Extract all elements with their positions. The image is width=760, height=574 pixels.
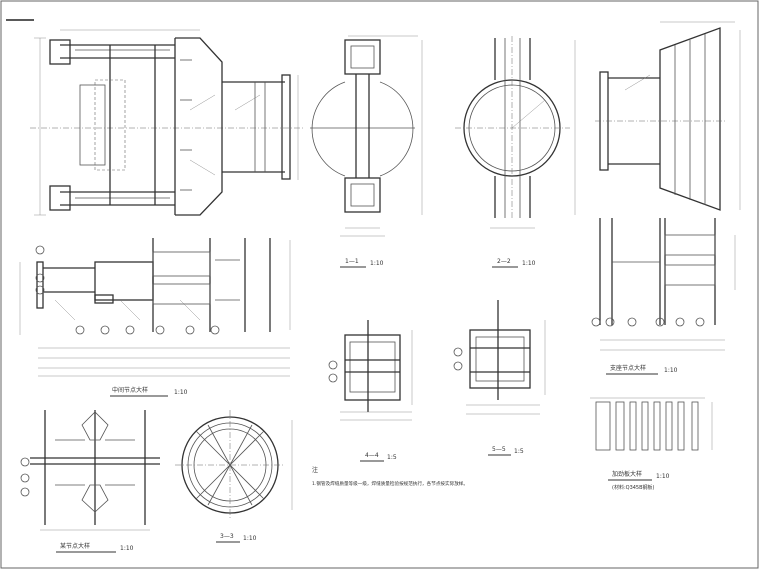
svg-text:3—3: 3—3: [220, 533, 234, 540]
section-1-1-view: [310, 35, 423, 237]
svg-text:某节点大样: 某节点大样: [60, 542, 90, 550]
caption-mid-joint: 中间节点大样 1:10: [110, 386, 188, 397]
note-text: 1.钢管及焊缝质量等级一级，焊缝质量检验按规范执行，各节点按实际放样。: [312, 480, 468, 487]
svg-text:2—2: 2—2: [497, 258, 511, 265]
caption-end-joint: 支座节点大样 1:10: [606, 364, 678, 375]
svg-text:1:10: 1:10: [370, 260, 384, 267]
caption-text-mid-joint: 中间节点大样: [112, 386, 148, 394]
caption-4-4: 4—4 1:5: [360, 452, 397, 462]
support-detail-view: [20, 410, 160, 531]
section-2-2-view: [455, 36, 576, 229]
end-joint-view: [595, 21, 741, 211]
caption-1-1: 1—1 1:10: [340, 258, 384, 268]
section-5-5-view: [453, 300, 546, 415]
svg-text:4—4: 4—4: [365, 452, 379, 459]
node-elevation-view: [19, 238, 291, 377]
note-title: 注: [312, 466, 318, 474]
svg-text:加劲板大样: 加劲板大样: [612, 470, 642, 478]
section-3-3-view: [175, 410, 293, 520]
caption-scale-mid-joint: 1:10: [174, 389, 188, 396]
svg-text:支座节点大样: 支座节点大样: [610, 364, 646, 372]
svg-text:1:10: 1:10: [656, 473, 670, 480]
end-elevation-view: [591, 218, 736, 351]
svg-text:(材料:Q345B钢板): (材料:Q345B钢板): [612, 484, 655, 491]
caption-2-2: 2—2 1:10: [492, 258, 536, 268]
svg-text:1:10: 1:10: [664, 367, 678, 374]
svg-text:1:10: 1:10: [243, 535, 257, 542]
svg-text:1:10: 1:10: [120, 545, 134, 552]
svg-text:1—1: 1—1: [345, 258, 359, 265]
caption-5-5: 5—5 1:5: [488, 446, 524, 456]
plate-details-view: [590, 397, 713, 451]
main-joint-plan-view: [30, 29, 305, 216]
caption-support-detail: 某节点大样 1:10: [56, 542, 134, 553]
svg-text:1:5: 1:5: [514, 448, 524, 455]
caption-plate: 加劲板大样 1:10 (材料:Q345B钢板): [608, 470, 670, 491]
svg-text:5—5: 5—5: [492, 446, 506, 453]
svg-text:1:10: 1:10: [522, 260, 536, 267]
caption-3-3: 3—3 1:10: [216, 533, 257, 543]
drawing-note: 注 1.钢管及焊缝质量等级一级，焊缝质量检验按规范执行，各节点按实际放样。: [312, 466, 468, 487]
svg-text:1:5: 1:5: [387, 454, 397, 461]
section-4-4-view: [328, 320, 413, 421]
